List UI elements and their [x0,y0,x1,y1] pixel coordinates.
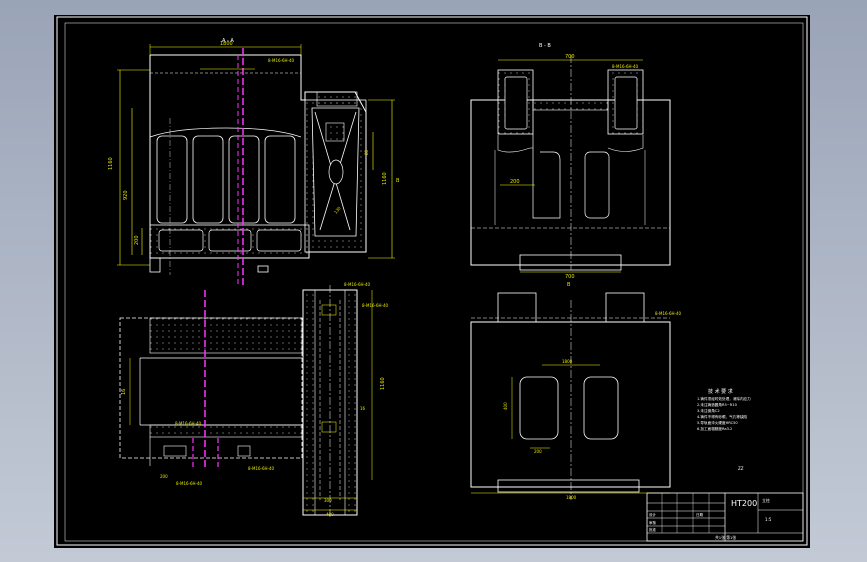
title-block: HT200 立柱 1:5 设计 审核 批准 日期 共1张 第1张 [646,492,804,542]
title-sheet: 共1张 第1张 [715,535,736,540]
callout-side-1: 8-M16-6H-40 [344,282,371,287]
callout-side-2: 8-M16-6H-40 [362,303,389,308]
dim-plan-bottom: 200 [160,474,168,479]
title-scale: 1:5 [765,517,772,522]
view-label-a: A - A [222,38,234,44]
tech-req-line-6: 6.加工面粗糙度Ra3.2 [697,426,732,431]
drawing-sheet [54,15,810,548]
side-elevation: 300 400 1160 8-M16-6H-40 8-M16-6H-40 16 [302,282,389,518]
dim-top-width: 1800 [220,41,233,47]
callout-plan-3: 8-M16-6H-40 [248,466,275,471]
dim-rear-w: 200 [534,449,542,454]
dim-side-height: 1160 [380,377,386,390]
roughness-symbol: ZZ [738,466,744,471]
title-date: 日期 [696,512,704,517]
section-marker-b-mid: B [567,282,571,288]
dim-rear-top: 1800 [562,359,573,364]
tech-req-line-4: 4.铸件不得有砂眼、气孔等缺陷 [697,414,748,419]
dim-plan-left: 16 [121,389,127,395]
dim-bb-width: 700 [565,54,575,60]
dim-bb-base: 700 [565,274,575,280]
dim-rear-base: 1800 [566,495,577,500]
tech-req-line-1: 1.铸件须经时效处理，消除内应力 [697,396,751,401]
dim-small-2: 130 [333,205,342,214]
title-designer: 设计 [649,512,657,517]
sheet-border-inner [64,22,804,542]
side-view-bb: B - B 700 200 700 B 8-M16-6H-40 [470,43,671,288]
dim-small-1: 80 [364,149,369,155]
title-part-code: HT200 [731,499,757,508]
plan-view: 16 8-M16-6H-40 8-M16-6H-40 8-M16-6H-40 2… [119,290,303,486]
dim-side-inner: 300 [324,498,332,503]
title-checker: 审核 [649,520,657,525]
section-marker-b: B [396,178,400,184]
callout-top-left: 8-M16-6H-40 [268,58,295,63]
tech-req-line-3: 3.未注倒角C2 [697,408,720,413]
dim-height-base: 200 [134,235,140,245]
dim-bb-inner: 200 [510,179,520,185]
dim-height-left: 920 [123,190,129,200]
view-label-b: B - B [539,43,551,49]
tech-requirements: 技 术 要 求 1.铸件须经时效处理，消除内应力 2.未注铸造圆角R5~R10 … [697,388,751,471]
dim-height-total: 1160 [108,157,114,170]
callout-side-3: 16 [360,406,366,411]
title-part-name: 立柱 [762,497,770,503]
front-view: A - A 1800 [108,38,400,288]
callout-plan-1: 8-M16-6H-40 [175,421,202,426]
dim-rear-h: 400 [503,402,508,410]
title-approver: 批准 [649,527,657,532]
callout-plan-2: 8-M16-6H-40 [176,481,203,486]
tech-req-line-2: 2.未注铸造圆角R5~R10 [697,402,738,407]
dim-right-height: 1160 [382,172,388,185]
sheet-border-outer [56,16,808,546]
dim-side-width: 400 [326,512,334,517]
tech-req-line-5: 5.导轨面淬火硬度HRC50 [697,420,738,425]
callout-bb: 8-M16-6H-40 [612,64,639,69]
rear-view: 1800 400 200 1800 8-M16-6H-40 [470,292,682,500]
tech-req-title: 技 术 要 求 [708,388,733,395]
callout-rear: 8-M16-6H-40 [655,311,682,316]
